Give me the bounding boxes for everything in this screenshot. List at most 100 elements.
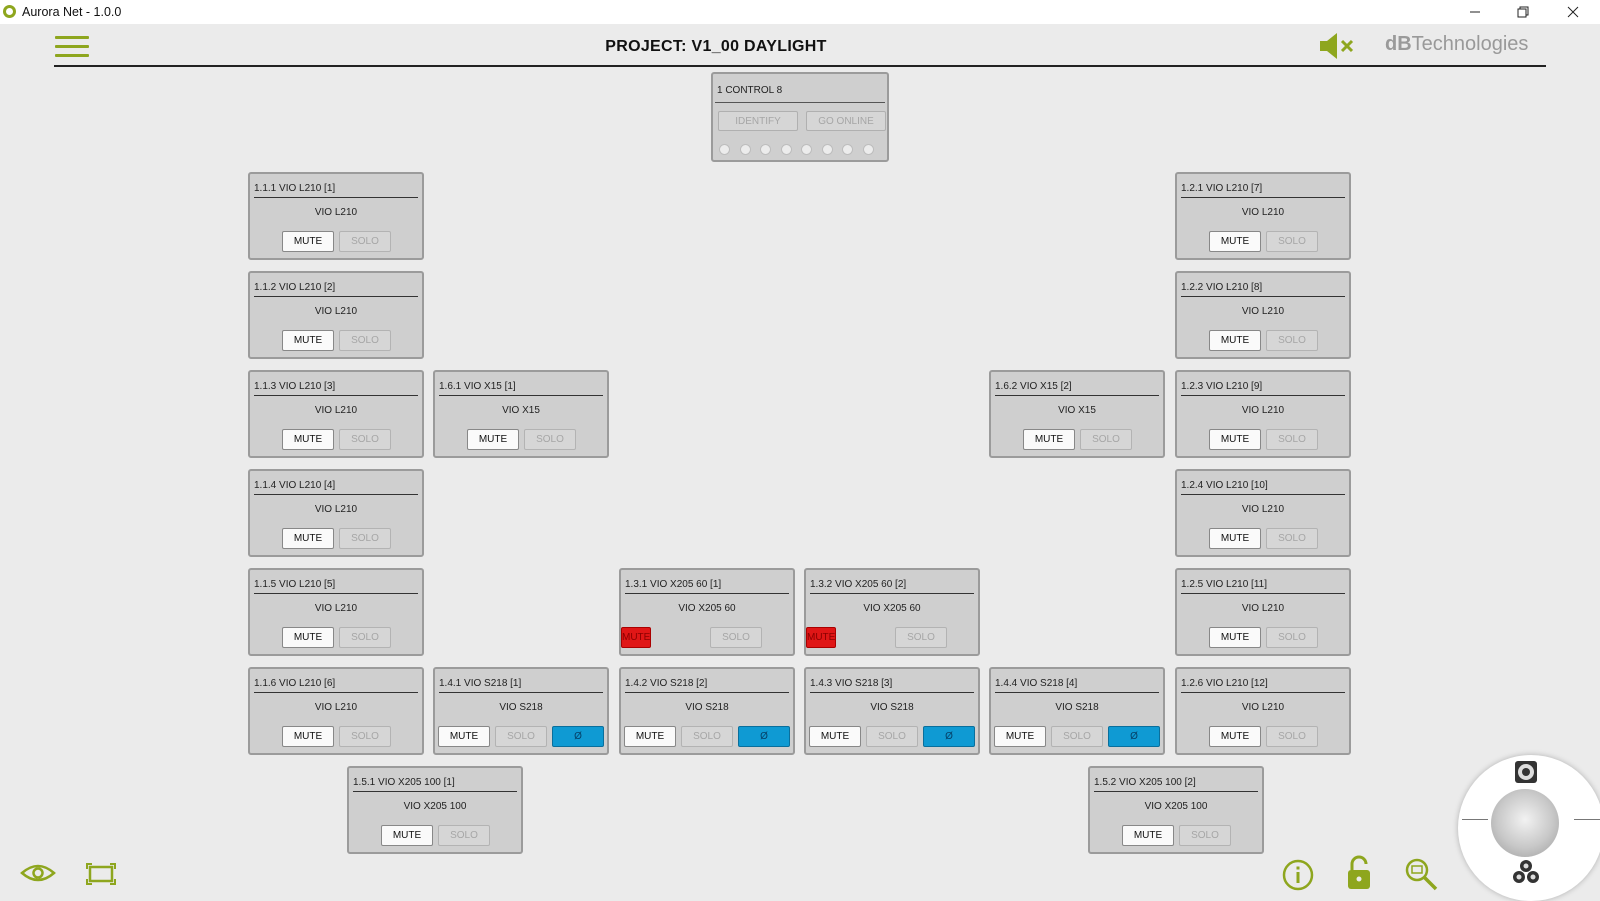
mute-button[interactable]: MUTE <box>1023 429 1075 450</box>
mute-button[interactable]: MUTE <box>1209 627 1261 648</box>
device-divider <box>254 395 418 396</box>
mute-button[interactable]: MUTE <box>282 330 334 351</box>
mute-button[interactable]: MUTE <box>381 825 433 846</box>
solo-button[interactable]: SOLO <box>1266 726 1318 747</box>
identify-button[interactable]: IDENTIFY <box>718 111 798 131</box>
phase-invert-button[interactable]: Ø <box>552 726 604 747</box>
device-title: 1.3.1 VIO X205 60 [1] <box>625 579 722 590</box>
phase-invert-button[interactable]: Ø <box>923 726 975 747</box>
zoom-button[interactable] <box>1404 857 1438 896</box>
device-divider <box>625 692 789 693</box>
device-model: VIO L210 <box>314 504 358 515</box>
control-unit-card[interactable]: 1 CONTROL 8 IDENTIFY GO ONLINE <box>711 72 889 162</box>
solo-button[interactable]: SOLO <box>339 627 391 648</box>
solo-button[interactable]: SOLO <box>1266 627 1318 648</box>
solo-button[interactable]: SOLO <box>339 726 391 747</box>
solo-button[interactable]: SOLO <box>1266 330 1318 351</box>
info-button[interactable] <box>1282 859 1314 896</box>
restore-icon <box>1517 6 1529 18</box>
solo-button[interactable]: SOLO <box>524 429 576 450</box>
mute-button[interactable]: MUTE <box>1122 825 1174 846</box>
mute-button[interactable]: MUTE <box>624 726 676 747</box>
solo-button[interactable]: SOLO <box>866 726 918 747</box>
mute-button[interactable]: MUTE <box>621 627 652 648</box>
solo-button[interactable]: SOLO <box>1266 231 1318 252</box>
fit-to-screen-button[interactable] <box>86 863 116 890</box>
mute-button[interactable]: MUTE <box>1209 726 1261 747</box>
channel-dot <box>821 144 833 155</box>
device-model: VIO X205 100 <box>1144 801 1208 812</box>
mute-button[interactable]: MUTE <box>994 726 1046 747</box>
mute-button[interactable]: MUTE <box>282 627 334 648</box>
minimize-button[interactable] <box>1452 0 1498 24</box>
solo-button[interactable]: SOLO <box>1080 429 1132 450</box>
phase-invert-button[interactable]: Ø <box>1108 726 1160 747</box>
device-divider <box>254 692 418 693</box>
mute-button[interactable]: MUTE <box>282 231 334 252</box>
solo-button[interactable]: SOLO <box>339 330 391 351</box>
mute-button[interactable]: MUTE <box>282 528 334 549</box>
wheel-center-knob[interactable] <box>1491 789 1559 857</box>
single-speaker-view-button[interactable] <box>1513 759 1539 790</box>
mute-button[interactable]: MUTE <box>1209 231 1261 252</box>
mute-button[interactable]: MUTE <box>1209 429 1261 450</box>
solo-button[interactable]: SOLO <box>710 627 762 648</box>
solo-button[interactable]: SOLO <box>1266 528 1318 549</box>
restore-button[interactable] <box>1500 0 1546 24</box>
solo-button[interactable]: SOLO <box>1051 726 1103 747</box>
mute-button[interactable]: MUTE <box>282 726 334 747</box>
lock-button[interactable] <box>1346 855 1372 896</box>
group-speaker-view-button[interactable] <box>1513 859 1539 890</box>
device-model: VIO L210 <box>314 702 358 713</box>
mute-button[interactable]: MUTE <box>467 429 519 450</box>
navigation-wheel[interactable] <box>1458 755 1600 901</box>
mute-button[interactable]: MUTE <box>282 429 334 450</box>
solo-button[interactable]: SOLO <box>438 825 490 846</box>
solo-button[interactable]: SOLO <box>339 429 391 450</box>
global-mute-button[interactable] <box>1318 30 1356 62</box>
solo-button[interactable]: SOLO <box>495 726 547 747</box>
solo-button[interactable]: SOLO <box>339 231 391 252</box>
mute-button[interactable]: MUTE <box>809 726 861 747</box>
phase-invert-button[interactable]: Ø <box>738 726 790 747</box>
go-online-button[interactable]: GO ONLINE <box>806 111 886 131</box>
menu-button[interactable] <box>55 36 89 58</box>
device-divider <box>254 593 418 594</box>
solo-button[interactable]: SOLO <box>681 726 733 747</box>
device-divider <box>995 395 1159 396</box>
solo-button[interactable]: SOLO <box>895 627 947 648</box>
close-button[interactable] <box>1550 0 1596 24</box>
solo-button[interactable]: SOLO <box>339 528 391 549</box>
device-title: 1.2.3 VIO L210 [9] <box>1181 381 1263 392</box>
mute-button[interactable]: MUTE <box>1209 528 1261 549</box>
solo-button[interactable]: SOLO <box>1179 825 1231 846</box>
mute-button[interactable]: MUTE <box>806 627 837 648</box>
view-toggle-button[interactable] <box>20 862 56 889</box>
mute-button[interactable]: MUTE <box>438 726 490 747</box>
device-model: VIO S218 <box>870 702 914 713</box>
solo-button[interactable]: SOLO <box>1266 429 1318 450</box>
mute-button[interactable]: MUTE <box>1209 330 1261 351</box>
